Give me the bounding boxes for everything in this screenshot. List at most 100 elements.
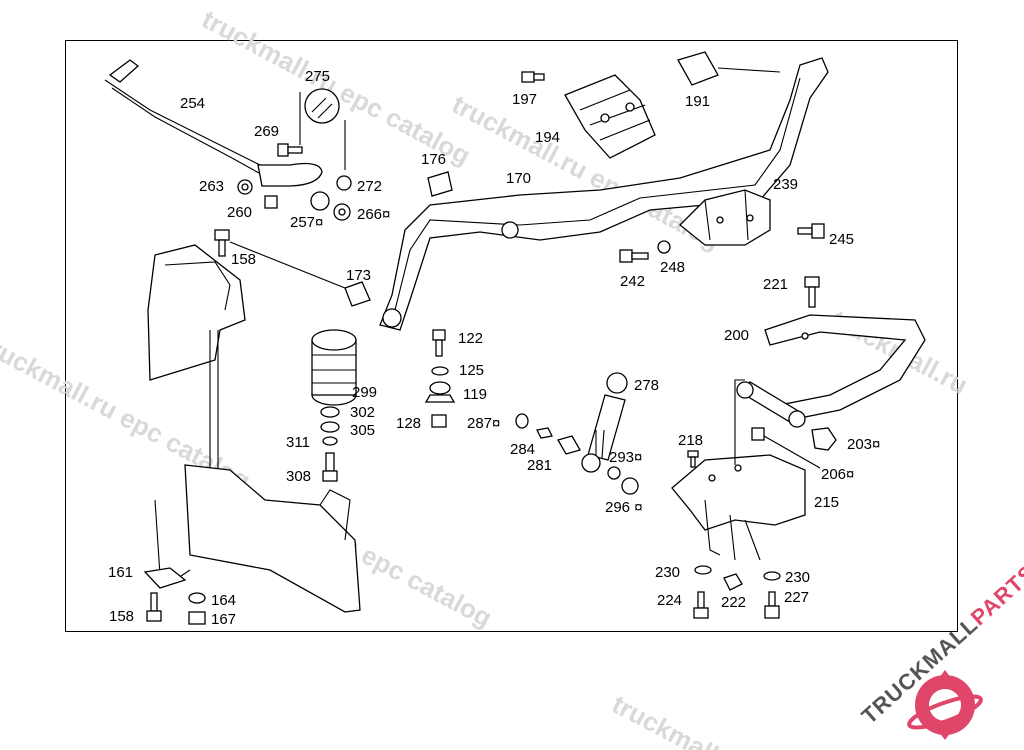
callout-173: 173 (346, 267, 371, 284)
bracket-260 (264, 195, 278, 209)
callout-266: 266¤ (357, 206, 390, 223)
leaf-spring-170 (379, 57, 829, 331)
bolt-pin-203 (736, 381, 806, 428)
wrench-icon (299, 88, 346, 170)
strap-200 (764, 314, 926, 421)
bolt-122 (432, 329, 446, 341)
cap-203 (811, 427, 837, 451)
bracket-239 (679, 189, 771, 246)
washer-125 (431, 366, 449, 376)
washer-248 (657, 240, 671, 254)
callout-311: 311 (286, 434, 310, 451)
callout-170: 170 (506, 170, 531, 187)
callout-257: 257¤ (290, 214, 323, 231)
cup-119 (424, 394, 456, 403)
callout-227: 227 (784, 589, 809, 606)
callout-269: 269 (254, 123, 279, 140)
nut-311 (322, 436, 338, 446)
bushing-281 (557, 435, 581, 455)
callout-263: 263 (199, 178, 224, 195)
callout-224: 224 (657, 592, 682, 609)
callout-194: 194 (535, 129, 560, 146)
callout-221: 221 (763, 276, 788, 293)
washer-230-left (694, 565, 712, 575)
nut-128 (431, 414, 447, 428)
callout-labels: 254 275 269 263 272 260 257¤ 266¤ 197 19… (108, 68, 880, 628)
rubber-stack-299 (311, 329, 357, 406)
bolt-221 (804, 276, 820, 288)
nut-272 (336, 175, 352, 191)
bracket-194 (564, 74, 656, 159)
bolt-224 (697, 591, 705, 609)
bolt-158-top (214, 229, 230, 241)
screw-218 (687, 450, 699, 458)
rubber-buffer-191 (677, 51, 719, 86)
sleeve-284 (536, 427, 553, 439)
callout-200: 200 (724, 327, 749, 344)
callout-254: 254 (180, 95, 205, 112)
callout-230-left: 230 (655, 564, 680, 581)
callout-128: 128 (396, 415, 421, 432)
watermark-bottom-right: truckmall.ru (607, 689, 752, 750)
callout-248: 248 (660, 259, 685, 276)
callout-218: 218 (678, 432, 703, 449)
callout-245: 245 (829, 231, 854, 248)
callout-161: 161 (108, 564, 133, 581)
callout-203: 203¤ (847, 436, 880, 453)
callout-191: 191 (685, 93, 710, 110)
bolt-227 (768, 591, 776, 607)
diagram-frame (65, 40, 958, 632)
watermarks: truckmall.ru epc catalog truckmall.ru ep… (0, 4, 973, 750)
callout-281: 281 (527, 457, 552, 474)
callout-125: 125 (459, 362, 484, 379)
bracket-215 (671, 379, 806, 561)
bolt-158-bottom (150, 592, 158, 612)
callout-293: 293¤ (609, 449, 642, 466)
callout-275: 275 (305, 68, 330, 85)
bushing-257 (310, 191, 330, 211)
callout-242: 242 (620, 273, 645, 290)
gear-icon (907, 670, 983, 740)
washer-230-right (763, 571, 781, 581)
logo-word-parts: PARTS (966, 560, 1024, 631)
washer-305 (320, 421, 340, 433)
washer-302 (320, 406, 340, 418)
callout-302: 302 (350, 404, 375, 421)
callout-158-bottom: 158 (109, 608, 134, 625)
callout-176: 176 (421, 151, 446, 168)
callout-308: 308 (286, 468, 311, 485)
bolt-242 (619, 249, 633, 263)
callout-260: 260 (227, 204, 252, 221)
fitting-206 (751, 427, 765, 441)
callout-119: 119 (463, 386, 487, 403)
callout-222: 222 (721, 594, 746, 611)
bolt-245 (797, 223, 825, 239)
callout-197: 197 (512, 91, 537, 108)
washer-287 (515, 413, 529, 429)
sleeve-173 (344, 281, 371, 307)
plate-161 (143, 567, 187, 589)
bolt-197 (521, 71, 545, 83)
stabilizer-bar-254 (104, 59, 323, 187)
callout-230-right: 230 (785, 569, 810, 586)
nut-167 (188, 611, 206, 625)
callout-287: 287¤ (467, 415, 500, 432)
callout-305: 305 (350, 422, 375, 439)
nut-222 (723, 573, 743, 591)
callout-278: 278 (634, 377, 659, 394)
callout-296: 296 ¤ (605, 499, 643, 516)
bolt-269 (277, 143, 303, 157)
callout-239: 239 (773, 176, 798, 193)
watermark-top: truckmall.ru epc catalog (197, 4, 475, 171)
bolt-308 (325, 452, 335, 472)
callout-158-top: 158 (231, 251, 256, 268)
shock-absorber-278 (581, 372, 628, 473)
callout-272: 272 (357, 178, 382, 195)
callout-122: 122 (458, 330, 483, 347)
callout-167: 167 (211, 611, 236, 628)
callout-299: 299 (352, 384, 377, 401)
callout-164: 164 (211, 592, 236, 609)
callout-206: 206¤ (821, 466, 854, 483)
